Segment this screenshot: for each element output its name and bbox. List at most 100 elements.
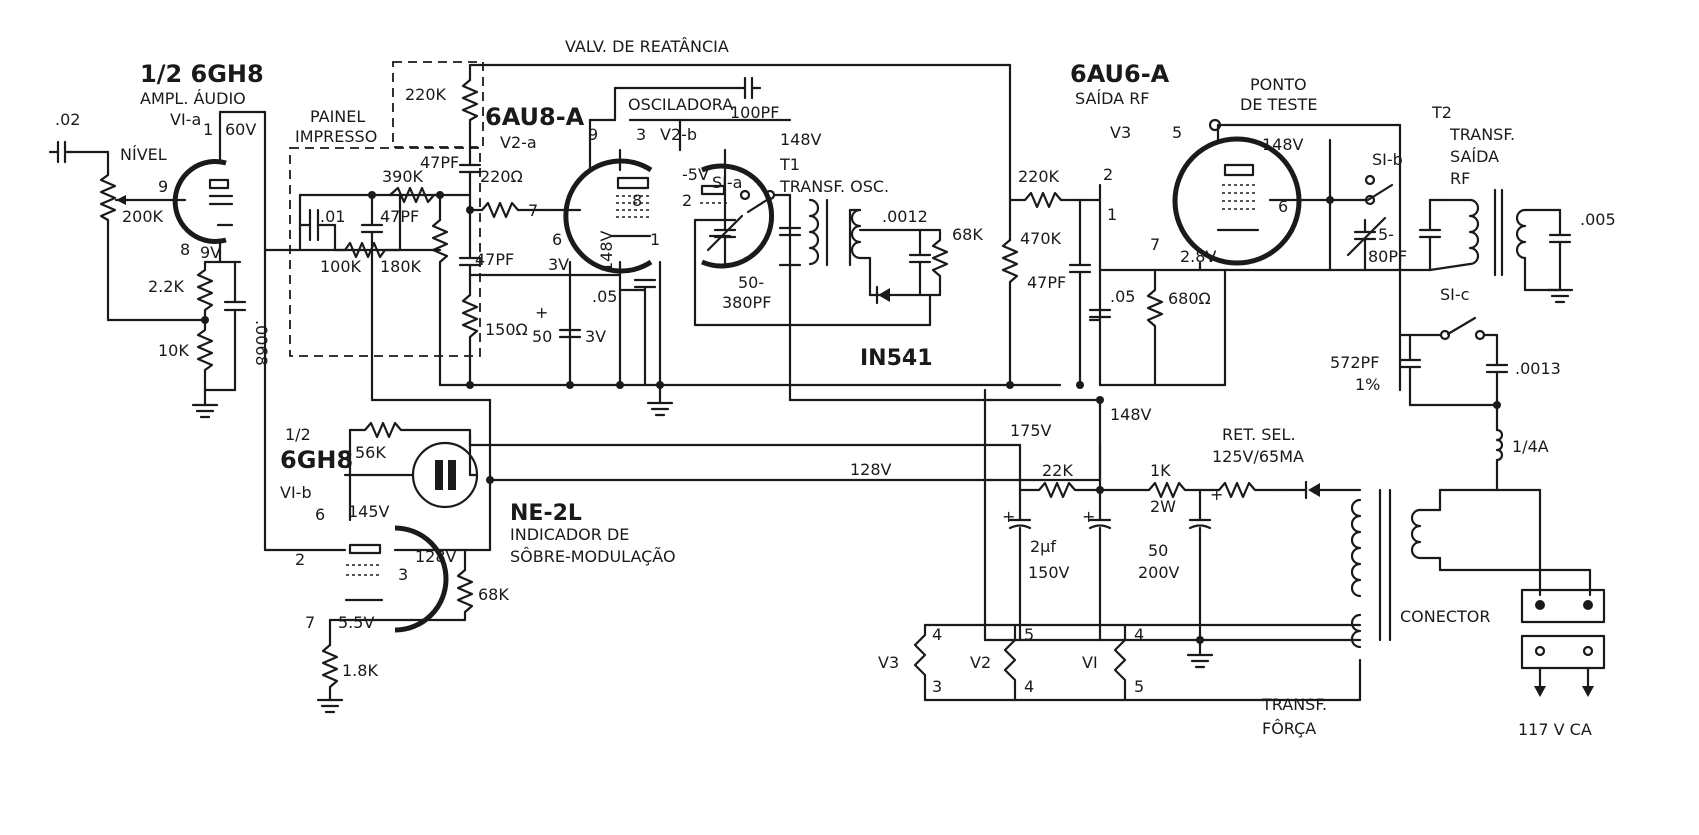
v3-pin1: 1 [1107, 205, 1117, 224]
r-220k-v2: 220K [405, 85, 447, 104]
v1b-5-5v: 5.5V [338, 613, 374, 632]
v3-pin7: 7 [1150, 235, 1160, 254]
c-50uf-v: 200V [1138, 563, 1180, 582]
panel-label-2: IMPRESSO [295, 127, 377, 146]
level-label: NÍVEL [120, 145, 167, 164]
v1a-pin1: 1 [203, 120, 213, 139]
ret-sel-2: 125V/65MA [1212, 447, 1304, 466]
fil-v3: V3 [878, 653, 899, 672]
v1a-pin8: 8 [180, 240, 190, 259]
v3-148v: 148V [1262, 135, 1304, 154]
t1-148v: 148V [780, 130, 822, 149]
tube-v1a [172, 159, 234, 244]
test-point-1: PONTO [1250, 75, 1307, 94]
pot-200k: 200K [122, 207, 164, 226]
tube-v2a [563, 158, 653, 274]
v1b-label-2: 6GH8 [280, 446, 353, 474]
t1-name: T1 [779, 155, 800, 174]
c-50-380-b: 380PF [722, 293, 771, 312]
fuse-label: 1/4A [1512, 437, 1549, 456]
psu-148v: 148V [1110, 405, 1152, 424]
r-100k: 100K [320, 257, 362, 276]
v3-role: SAÍDA RF [1075, 89, 1150, 108]
v2-148v: 148V [597, 230, 616, 272]
r-220-ohm: 220Ω [480, 167, 523, 186]
t2-desc-3: RF [1450, 169, 1470, 188]
v1a-pin9: 9 [158, 177, 168, 196]
v1b-pin6: 6 [315, 505, 325, 524]
r-10k: 10K [158, 341, 189, 360]
v2-pin9: 9 [588, 125, 598, 144]
fil-v2-5: 5 [1024, 625, 1034, 644]
c-0068: .0068 [252, 320, 271, 366]
c-05-v2: .05 [592, 287, 617, 306]
v1a-60v: 60V [225, 120, 256, 139]
input-cap-label: .02 [55, 110, 80, 129]
c-50-380-a: 50- [738, 273, 764, 292]
panel-label-1: PAINEL [310, 107, 365, 126]
wiring [48, 61, 1606, 714]
c-2uf-v: 150V [1028, 563, 1070, 582]
t2-desc-1: TRANSF. [1449, 125, 1515, 144]
v1b-128v: 128V [415, 547, 457, 566]
tube-v1b [344, 525, 449, 633]
v2-pin8: 8 [632, 191, 642, 210]
r-680-ohm: 680Ω [1168, 289, 1211, 308]
c-50: 50 [532, 327, 552, 346]
fil-v2-4: 4 [1024, 677, 1034, 696]
r-220k-v3: 220K [1018, 167, 1060, 186]
c-572pf: 572PF [1330, 353, 1379, 372]
v1b-pin3: 3 [398, 565, 408, 584]
v2a-label: V2-a [500, 133, 537, 152]
v2-pin1: 1 [650, 230, 660, 249]
fil-v3-3: 3 [932, 677, 942, 696]
r-68k-t1: 68K [952, 225, 983, 244]
v1b-pin7: 7 [305, 613, 315, 632]
r-1k: 1K [1150, 461, 1171, 480]
power-transformer-1: TRANSF. [1261, 695, 1327, 714]
v3-name: 6AU6-A [1070, 60, 1170, 88]
neon-lamp [411, 441, 479, 509]
c-47pf-a: 47PF [420, 153, 459, 172]
s1b-label: SI-b [1372, 150, 1403, 169]
s1a-label: SI-a [712, 173, 742, 192]
c-50uf: 50 [1148, 541, 1168, 560]
v2b-label: V2-b [660, 125, 697, 144]
c-47pf-v3: 47PF [1027, 273, 1066, 292]
v3-pin6: 6 [1278, 197, 1288, 216]
c-50-plus: + [535, 303, 548, 322]
c-01: .01 [320, 207, 345, 226]
r-2w: 2W [1150, 497, 1176, 516]
v2-pin2: 2 [682, 191, 692, 210]
v2-minus5v: -5V [682, 165, 709, 184]
c-50uf-plus-a: + [1082, 507, 1095, 526]
r-56k: 56K [355, 443, 386, 462]
psu-175v: 175V [1010, 421, 1052, 440]
v1b-label-1: 1/2 [285, 425, 311, 444]
c-100pf: 100PF [730, 103, 779, 122]
c-05-v3: .05 [1110, 287, 1135, 306]
test-point-2: DE TESTE [1240, 95, 1317, 114]
r-150-ohm: 150Ω [485, 320, 528, 339]
c-0012: .0012 [882, 207, 928, 226]
v3-pin2: 2 [1103, 165, 1113, 184]
c-47pf-b: 47PF [475, 250, 514, 269]
t2-name: T2 [1431, 103, 1452, 122]
fil-v1-4: 4 [1134, 625, 1144, 644]
c-572-pct: 1% [1355, 375, 1380, 394]
s1c-label: SI-c [1440, 285, 1469, 304]
c-50-3v: 3V [585, 327, 606, 346]
fil-v1-5: 5 [1134, 677, 1144, 696]
v1b-section: VI-b [280, 483, 312, 502]
v3-id: V3 [1110, 123, 1131, 142]
c-47pf-panel: 47PF [380, 207, 419, 226]
v2-name: 6AU8-A [485, 103, 585, 131]
t2-desc-2: SAÍDA [1450, 147, 1499, 166]
r-68k-v1b: 68K [478, 585, 509, 604]
v2-pin7: 7 [528, 201, 538, 220]
reactance-label: VALV. DE REATÂNCIA [565, 37, 729, 56]
v2-pin3: 3 [636, 125, 646, 144]
v1a-9v: 9V [200, 243, 221, 262]
c-5-80-b: 80PF [1368, 247, 1407, 266]
